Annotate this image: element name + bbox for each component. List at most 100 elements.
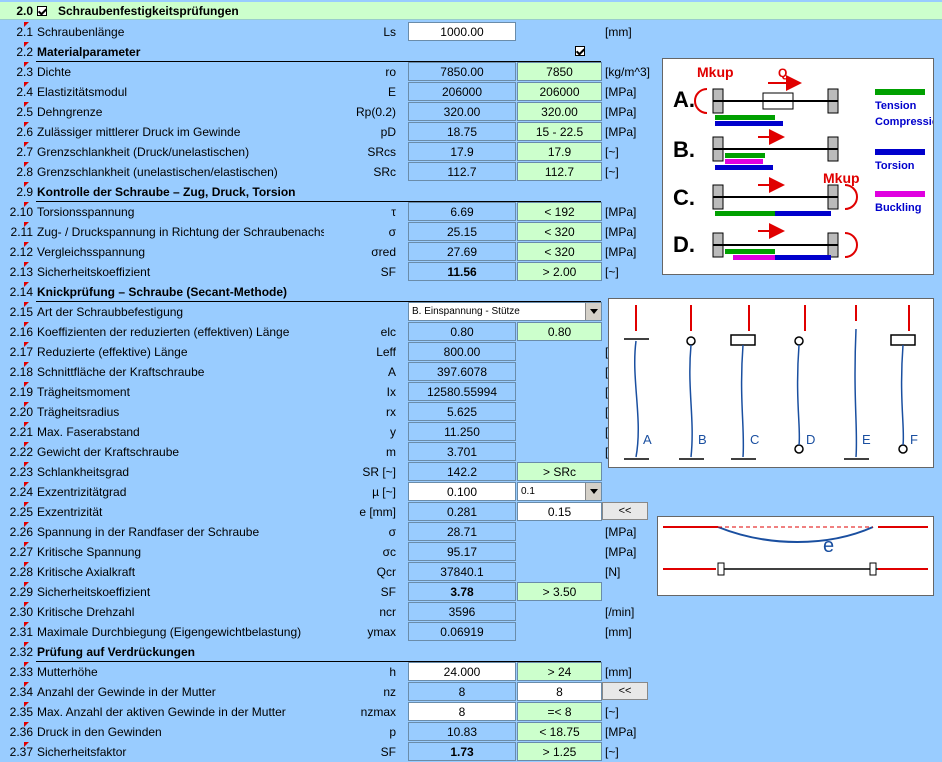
chevron-down-icon[interactable] <box>585 303 601 320</box>
row-number: 2.22 <box>9 445 33 459</box>
comment-marker <box>24 162 29 167</box>
row-number: 2.25 <box>9 505 33 519</box>
row-symbol: pD <box>380 125 396 139</box>
row-number: 2.33 <box>9 665 33 679</box>
value-field: 3596 <box>408 602 516 621</box>
comment-marker <box>24 422 29 427</box>
limit-field: 17.9 <box>517 142 602 161</box>
comment-marker <box>24 522 29 527</box>
row-symbol: SR [~] <box>362 465 396 479</box>
eccentricity-grade-select[interactable]: 0.1 <box>517 482 602 501</box>
limit-field: > 2.00 <box>517 262 602 281</box>
row-number: 2.29 <box>9 585 33 599</box>
row-number: 2.34 <box>9 685 33 699</box>
comment-marker <box>24 342 29 347</box>
row-label: Max. Faserabstand <box>37 425 140 439</box>
comment-marker <box>24 502 29 507</box>
row-symbol: A <box>387 365 396 379</box>
case-d-label: D. <box>673 232 695 257</box>
fixing-type-select[interactable]: B. Einspannung - Stütze <box>408 302 602 321</box>
comment-marker <box>24 562 29 567</box>
comment-marker <box>24 382 29 387</box>
row-symbol: Leff <box>376 345 396 359</box>
row-symbol: SF <box>380 265 396 279</box>
row-label: Materialparameter <box>37 45 141 59</box>
value-field[interactable]: 0.100 <box>408 482 516 501</box>
row-label: Dichte <box>37 65 72 79</box>
section-header: 2.0 Schraubenfestigkeitsprüfungen <box>0 2 942 20</box>
comment-marker <box>24 322 29 327</box>
row-symbol: Qcr <box>376 565 396 579</box>
comment-marker <box>24 462 29 467</box>
value-field: 12580.55994 <box>408 382 516 401</box>
row-label: Schnittfläche der Kraftschraube <box>37 365 205 379</box>
row-number: 2.17 <box>9 345 33 359</box>
comment-marker <box>24 302 29 307</box>
legend-buckling: Buckling <box>875 202 921 214</box>
buckling-case-a: A <box>643 432 652 447</box>
row-label: Mutterhöhe <box>37 665 98 679</box>
load-diagram: A. B. C. D. Mkup Mkup Q Tension Compress… <box>662 58 934 275</box>
case-b-label: B. <box>673 137 695 162</box>
chevron-down-icon[interactable] <box>585 483 601 500</box>
row-unit: [mm] <box>605 625 632 639</box>
row-number: 2.28 <box>9 565 33 579</box>
material-checkbox[interactable] <box>575 46 585 56</box>
buckling-case-b: B <box>698 432 707 447</box>
row-number: 2.8 <box>16 165 33 179</box>
limit-field: 0.80 <box>517 322 602 341</box>
row-unit: [~] <box>605 745 619 759</box>
case-a-label: A. <box>673 87 695 112</box>
buckling-case-c: C <box>750 432 759 447</box>
value-field: 95.17 <box>408 542 516 561</box>
row-label: Torsionsspannung <box>37 205 135 219</box>
row-label: Max. Anzahl der aktiven Gewinde in der M… <box>37 705 286 719</box>
limit-field: > 24 <box>517 662 602 681</box>
limit-field[interactable]: 0.15 <box>517 502 602 521</box>
value-field: 11.56 <box>408 262 516 281</box>
row-number: 2.3 <box>16 65 33 79</box>
row-unit: [/min] <box>605 605 635 619</box>
comment-marker <box>24 622 29 627</box>
comment-marker <box>24 142 29 147</box>
copy-value-button[interactable]: << <box>602 682 648 700</box>
section-checkbox[interactable] <box>37 6 47 16</box>
copy-value-button[interactable]: << <box>602 502 648 520</box>
comment-marker <box>24 602 29 607</box>
row-symbol: Ls <box>383 25 396 39</box>
row-unit: [mm] <box>605 665 632 679</box>
row-label: Sicherheitskoeffizient <box>37 585 151 599</box>
comment-marker <box>24 102 29 107</box>
limit-field[interactable]: 8 <box>517 682 602 701</box>
row-symbol: E <box>387 85 396 99</box>
row-symbol: p <box>389 725 396 739</box>
value-field[interactable]: 24.000 <box>408 662 516 681</box>
limit-field: 320.00 <box>517 102 602 121</box>
value-field[interactable]: 1000.00 <box>408 22 516 41</box>
comment-marker <box>24 262 29 267</box>
row-label: Trägheitsmoment <box>37 385 130 399</box>
value-field[interactable]: 8 <box>408 702 516 721</box>
row-number: 2.15 <box>9 305 33 319</box>
comment-marker <box>24 182 29 187</box>
row-label: Kritische Drehzahl <box>37 605 135 619</box>
limit-field: 112.7 <box>517 162 602 181</box>
row-label: Kritische Spannung <box>37 545 142 559</box>
row-number: 2.37 <box>9 745 33 759</box>
row-number: 2.10 <box>9 205 33 219</box>
row-label: Kritische Axialkraft <box>37 565 136 579</box>
